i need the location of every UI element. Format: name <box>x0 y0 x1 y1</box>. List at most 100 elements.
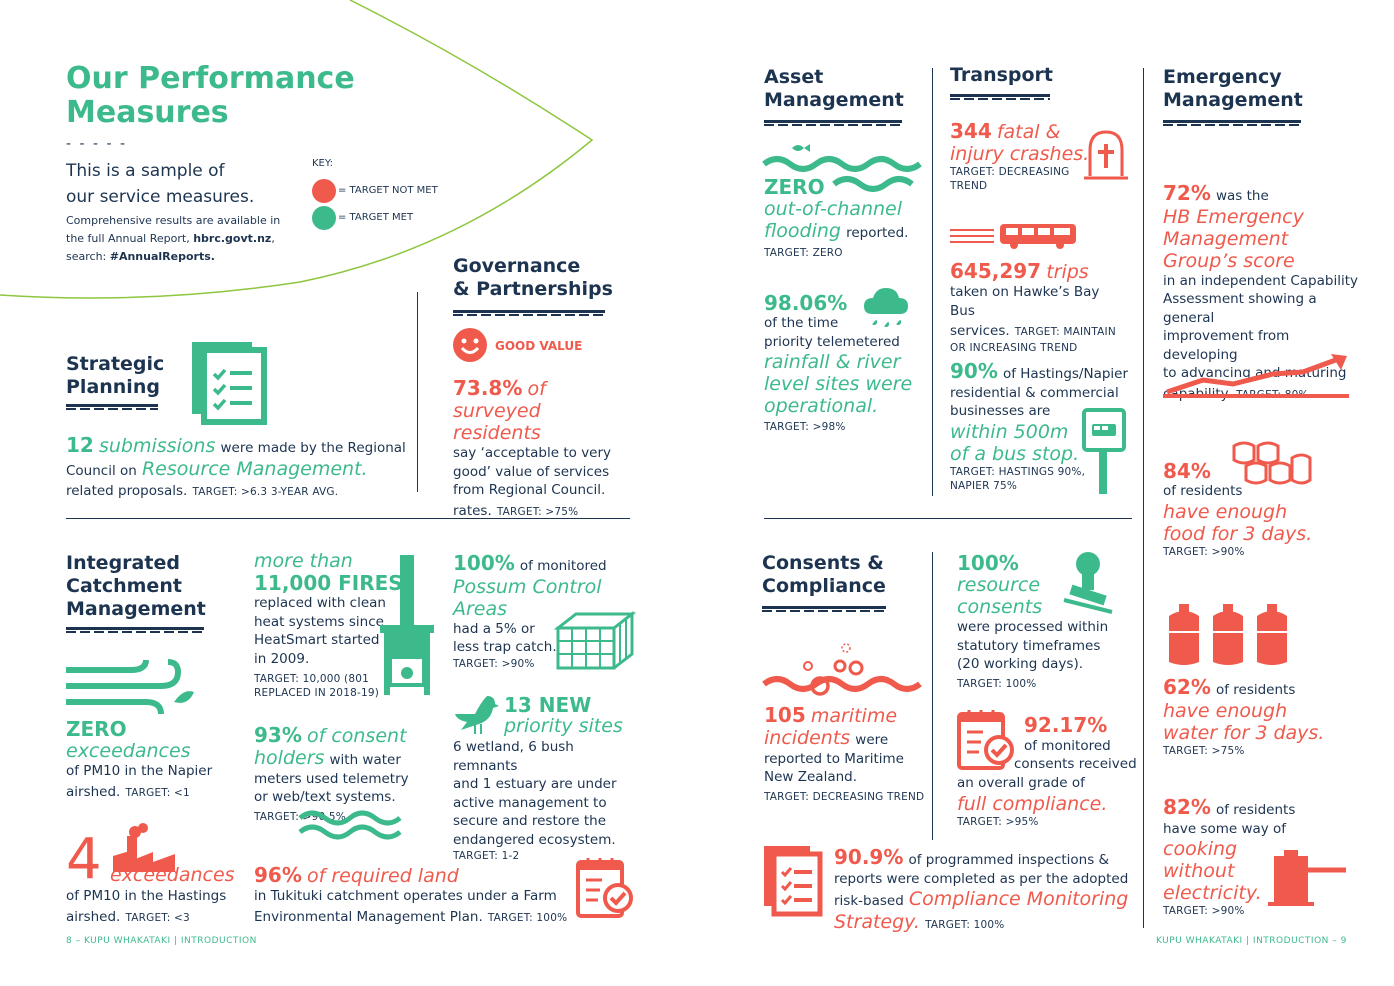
food-hl4: have enough <box>1163 500 1288 523</box>
rain-cloud-icon <box>864 288 908 327</box>
bus-stop-target-a: TARGET: HASTINGS 90%, <box>950 465 1086 478</box>
crashes-target-b: TREND <box>950 180 988 192</box>
napier-target: TARGET: <1 <box>125 786 190 799</box>
catchment-rule <box>66 627 204 633</box>
governance-title-line2: & Partnerships <box>453 278 613 300</box>
bus-trips-t1: taken on Hawke’s Bay Bus <box>950 284 1100 319</box>
sites-t3: active management to <box>453 794 607 811</box>
resource-consents-hl3: resource <box>957 574 1041 596</box>
inspection-checklist-icon <box>764 846 823 917</box>
water-meters-t3: or web/text systems. <box>254 789 396 805</box>
maritime-num: 105 <box>764 703 806 727</box>
fires-t1: replaced with clean <box>254 595 386 611</box>
land-hl: of required land <box>306 865 459 887</box>
divider-vertical-consents <box>932 552 933 840</box>
possum-measure: 100% of monitored Possum Control Areas h… <box>453 552 633 671</box>
telemetry-hl5: operational. <box>764 395 879 417</box>
key-not-met: = TARGET NOT MET <box>338 185 438 196</box>
key-met: = TARGET MET <box>338 212 414 223</box>
capability-hl3: Group’s score <box>1163 249 1295 272</box>
inspections-t11: reports were completed as per the adopte… <box>834 870 1129 887</box>
flooding-t1: reported. <box>846 225 909 241</box>
napier-exceedances-hl: exceedances <box>66 740 191 762</box>
crashes-hl1: fatal & <box>996 121 1061 143</box>
cooking-hl8: cooking <box>1163 838 1238 860</box>
intro-search-prefix: search: <box>66 250 110 263</box>
land-measure: 96% of required land in Tukituki catchme… <box>254 864 574 926</box>
factory-icon <box>113 823 175 872</box>
cooking-t10: have some way of <box>1163 820 1287 837</box>
food-t7: of residents <box>1163 483 1243 499</box>
resource-consents-t5: statutory timeframes <box>957 637 1101 654</box>
crashes-measure: 344 fatal & injury crashes. TARGET: DECR… <box>950 120 1110 193</box>
strategic-planning-t1: were made by the Regional <box>220 440 406 456</box>
bus-stop-sign-icon <box>1082 408 1126 494</box>
consents-title-line1: Consents & <box>762 552 884 574</box>
telemetry-hl4: level sites were <box>764 373 913 395</box>
page-title-line2: Measures <box>66 95 229 130</box>
napier-t2: airshed. <box>66 783 121 800</box>
heater-stove-icon <box>380 555 434 695</box>
maritime-t3: New Zealand. <box>764 769 858 785</box>
intro-sample-line1: This is a sample of <box>66 161 225 181</box>
governance-rule <box>453 310 605 316</box>
land-target: TARGET: 100% <box>487 911 568 924</box>
governance-t1: say ‘acceptable to very <box>453 445 612 461</box>
inspections-hl7: Strategy. <box>834 910 920 933</box>
governance-hl2: surveyed residents <box>453 400 541 444</box>
capability-hl2: Management <box>1163 227 1289 250</box>
bus-stop-hl5: of a bus stop. <box>950 442 1080 465</box>
divider-vertical-top <box>417 292 418 492</box>
governance-num: 73.8% <box>453 376 523 400</box>
bus-stop-hl4: within 500m <box>950 420 1069 443</box>
flooding-hl2: flooding <box>764 220 841 242</box>
maritime-target: TARGET: DECREASING TREND <box>764 790 925 803</box>
calendar-check-icon <box>576 858 633 918</box>
asset-title-line1: Asset <box>764 66 824 88</box>
intro-comprehensive-line1: Comprehensive results are available in <box>66 214 281 227</box>
bus-trips-target-b: OR INCREASING TREND <box>950 341 1078 354</box>
bus-stop-t3: of Hastings/Napier <box>1002 366 1129 382</box>
governance-title: Governance & Partnerships <box>453 255 613 301</box>
catchment-title-line3: Management <box>66 598 206 620</box>
fires-t3: HeatSmart started <box>254 632 380 648</box>
capability-t5: to advancing and maturing <box>1163 365 1347 381</box>
maritime-hl2: incidents <box>764 727 851 749</box>
sites-t2: and 1 estuary are under <box>453 776 617 792</box>
hastings-four: 4 <box>66 827 102 892</box>
strategic-planning-title-line2: Planning <box>66 376 160 398</box>
bus-stop-t5: businesses are <box>950 403 1051 419</box>
flooding-hl1: out-of-channel <box>764 198 902 220</box>
governance-t3: from Regional Council. <box>453 482 606 498</box>
cooking-t9: of residents <box>1215 802 1296 818</box>
capability-t4: improvement from developing <box>1163 328 1290 363</box>
inspections-t10: of programmed inspections & <box>908 852 1110 868</box>
consents-title-line2: Compliance <box>762 575 886 597</box>
food-measure: 84% of residents have enough food for 3 … <box>1163 460 1353 559</box>
maritime-t2: reported to Maritime <box>764 750 904 767</box>
approval-stamp-icon <box>1063 552 1113 614</box>
strategic-planning-t2: Council on <box>66 462 137 479</box>
governance-target: TARGET: >75% <box>496 505 579 518</box>
asset-rule <box>764 120 902 126</box>
search-term: #AnnualReports. <box>109 250 215 263</box>
key-label: KEY: <box>312 158 334 169</box>
strategic-planning-title: Strategic Planning <box>66 353 164 399</box>
catchment-title: Integrated Catchment Management <box>66 552 206 621</box>
divider-horizontal-right <box>764 518 1132 519</box>
maritime-t1: were <box>855 732 889 748</box>
emergency-rule <box>1163 120 1301 126</box>
fires-num: 11,000 FIRES <box>254 571 403 595</box>
website-link[interactable]: hbrc.govt.nz <box>193 232 272 245</box>
inspections-hl6: Compliance Monitoring <box>908 888 1129 910</box>
target-not-met-dot <box>312 179 336 203</box>
intro-comma: , <box>271 232 275 245</box>
maritime-hl1: maritime <box>810 705 898 727</box>
capability-t2: in an independent Capability <box>1163 272 1358 289</box>
governance-measure: 73.8% of surveyed residents say ‘accepta… <box>453 377 633 520</box>
flooding-zero: ZERO <box>764 175 825 199</box>
compliance-measure: an overall grade of full compliance. TAR… <box>957 774 1132 829</box>
napier-t1: of PM10 in the Napier <box>66 763 213 779</box>
governance-title-line1: Governance <box>453 255 581 277</box>
